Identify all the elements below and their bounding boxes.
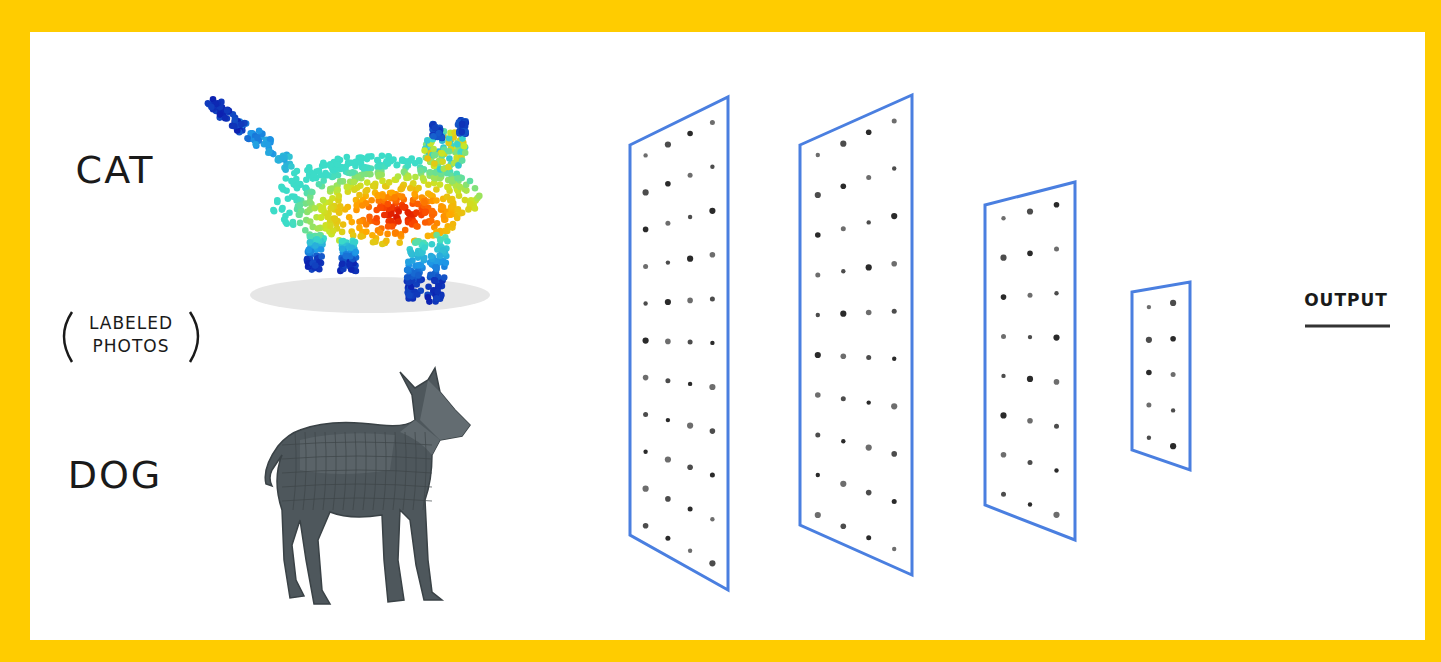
neuron-dots xyxy=(643,119,1177,567)
output-label: OUTPUT xyxy=(1290,290,1402,310)
network-layer xyxy=(630,95,1190,590)
cat-point-cloud xyxy=(205,96,483,305)
bracket xyxy=(64,312,72,362)
class-label: CAT xyxy=(60,150,170,192)
note-label: LABELED PHOTOS xyxy=(78,312,184,358)
class-label: DOG xyxy=(60,455,170,497)
shadow xyxy=(250,277,490,313)
underline xyxy=(1305,325,1390,328)
bracket xyxy=(190,312,198,362)
dog-mesh xyxy=(265,368,470,604)
